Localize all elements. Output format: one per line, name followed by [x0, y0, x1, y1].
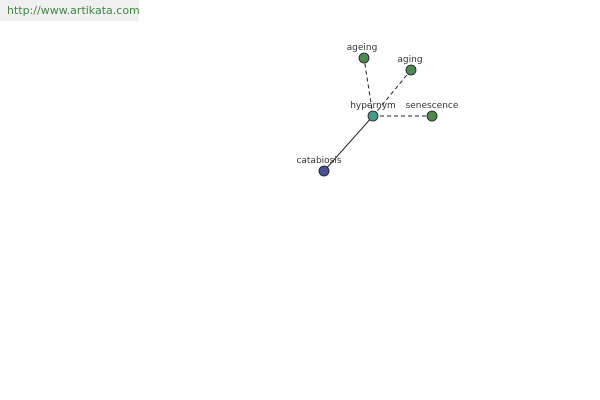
graph-nodes: hypernym ageing aging senescence catabiosis	[296, 43, 459, 177]
node-label-senescence[interactable]: senescence	[406, 101, 459, 111]
node-circle-ageing[interactable]	[358, 52, 370, 64]
node-catabiosis[interactable]: catabiosis	[296, 156, 342, 177]
node-label-ageing[interactable]: ageing	[347, 43, 378, 53]
edge-hypernym-catabiosis	[323, 115, 374, 172]
node-circle-senescence[interactable]	[426, 110, 438, 122]
node-circle-aging[interactable]	[405, 64, 417, 76]
node-hypernym[interactable]: hypernym	[350, 101, 396, 122]
node-ageing[interactable]: ageing	[347, 43, 378, 64]
node-aging[interactable]: aging	[397, 55, 423, 76]
node-label-hypernym[interactable]: hypernym	[350, 101, 396, 111]
graph-edges	[323, 57, 432, 172]
edge-hypernym-aging	[372, 69, 412, 117]
url-banner[interactable]: http://www.artikata.com	[0, 0, 140, 21]
node-circle-catabiosis[interactable]	[318, 165, 330, 177]
node-label-catabiosis[interactable]: catabiosis	[296, 156, 341, 166]
node-senescence[interactable]: senescence	[406, 101, 459, 122]
edge-hypernym-ageing	[363, 57, 374, 117]
node-circle-hypernym[interactable]	[367, 110, 379, 122]
node-label-aging[interactable]: aging	[397, 55, 422, 65]
